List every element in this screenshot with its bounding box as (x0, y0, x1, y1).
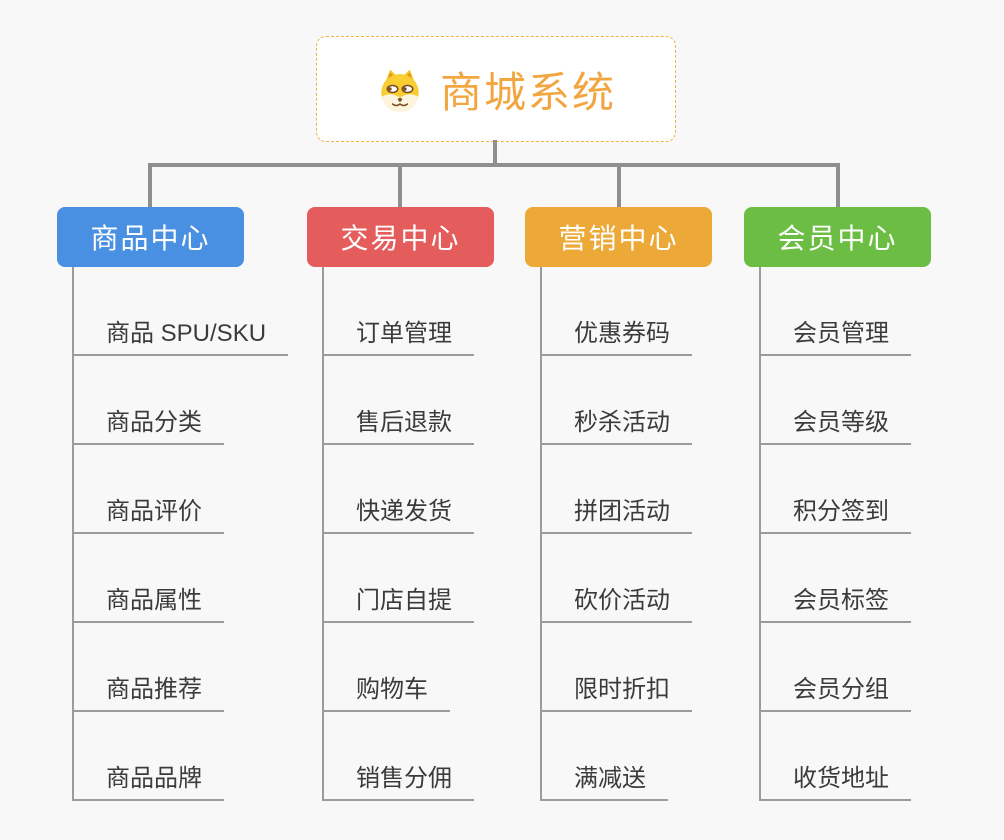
branch-item: 门店自提 (322, 534, 474, 623)
branch-spine-line (759, 267, 761, 801)
branch-item-list: 商品 SPU/SKU 商品分类商品评价商品属性商品推荐商品品牌 (72, 267, 289, 801)
branch-item: 拼团活动 (540, 445, 692, 534)
branch-item-label[interactable]: 会员分组 (759, 669, 911, 712)
branch-item: 商品评价 (72, 445, 288, 534)
connector-drop-line (617, 163, 621, 209)
branch-header[interactable]: 营销中心 (525, 207, 712, 267)
branch-marketing-center: 营销中心 优惠券码秒杀活动拼团活动砍价活动限时折扣满减送 (525, 207, 765, 801)
branch-item-label[interactable]: 商品品牌 (72, 758, 224, 801)
connector-bus-line (148, 163, 840, 167)
connector-root-stub (493, 140, 497, 167)
branch-item: 优惠券码 (540, 267, 692, 356)
branch-item-label[interactable]: 会员标签 (759, 580, 911, 623)
branch-spine-line (540, 267, 542, 801)
branch-item: 砍价活动 (540, 534, 692, 623)
branch-item-label[interactable]: 会员管理 (759, 313, 911, 356)
branch-header-label: 商品中心 (90, 223, 211, 254)
branch-item: 限时折扣 (540, 623, 692, 712)
branch-item: 商品品牌 (72, 712, 288, 801)
connector-drop-line (398, 163, 402, 209)
branch-item-label[interactable]: 拼团活动 (540, 491, 692, 534)
branch-header-label: 营销中心 (558, 223, 679, 254)
branch-item: 购物车 (322, 623, 474, 712)
branch-item-label[interactable]: 商品评价 (72, 491, 224, 534)
branch-header[interactable]: 会员中心 (744, 207, 931, 267)
branch-member-center: 会员中心 会员管理会员等级积分签到会员标签会员分组收货地址 (744, 207, 984, 801)
branch-item: 商品属性 (72, 534, 288, 623)
branch-item-label[interactable]: 秒杀活动 (540, 402, 692, 445)
branch-item-label[interactable]: 会员等级 (759, 402, 911, 445)
branch-item-list: 会员管理会员等级积分签到会员标签会员分组收货地址 (759, 267, 911, 801)
dog-face-icon (381, 69, 419, 112)
branch-item-label[interactable]: 商品属性 (72, 580, 224, 623)
connector-drop-line (148, 163, 152, 209)
branch-item: 会员分组 (759, 623, 911, 712)
branch-item-label[interactable]: 快递发货 (322, 491, 474, 534)
branch-item: 商品推荐 (72, 623, 288, 712)
branch-item: 商品 SPU/SKU (72, 267, 289, 356)
branch-header[interactable]: 商品中心 (57, 207, 244, 267)
branch-item-label[interactable]: 限时折扣 (540, 669, 692, 712)
branch-header[interactable]: 交易中心 (307, 207, 494, 267)
root-title: 商城系统 (439, 68, 616, 116)
branch-item: 售后退款 (322, 356, 474, 445)
branch-item-label[interactable]: 收货地址 (759, 758, 911, 801)
branch-item: 满减送 (540, 712, 692, 801)
connector-drop-line (836, 163, 840, 209)
branch-spine-line (322, 267, 324, 801)
branch-item-label[interactable]: 优惠券码 (540, 313, 692, 356)
branch-item: 会员管理 (759, 267, 911, 356)
branch-item-label[interactable]: 砍价活动 (540, 580, 692, 623)
branch-item-list: 订单管理售后退款快递发货门店自提购物车销售分佣 (322, 267, 474, 801)
branch-item-label[interactable]: 售后退款 (322, 402, 474, 445)
branch-item-label[interactable]: 商品分类 (72, 402, 224, 445)
branch-item: 积分签到 (759, 445, 911, 534)
branch-item: 订单管理 (322, 267, 474, 356)
branch-item-label[interactable]: 订单管理 (322, 313, 474, 356)
branch-item-label[interactable]: 积分签到 (759, 491, 911, 534)
branch-item-label[interactable]: 满减送 (540, 758, 668, 801)
branch-product-center: 商品中心 商品 SPU/SKU 商品分类商品评价商品属性商品推荐商品品牌 (57, 207, 297, 801)
branch-item: 收货地址 (759, 712, 911, 801)
branch-item: 销售分佣 (322, 712, 474, 801)
branch-item-label[interactable]: 门店自提 (322, 580, 474, 623)
branch-item: 秒杀活动 (540, 356, 692, 445)
branch-item: 会员等级 (759, 356, 911, 445)
branch-item: 会员标签 (759, 534, 911, 623)
branch-item-list: 优惠券码秒杀活动拼团活动砍价活动限时折扣满减送 (540, 267, 692, 801)
branch-item-label[interactable]: 商品推荐 (72, 669, 224, 712)
branch-header-label: 交易中心 (340, 223, 461, 254)
branch-trade-center: 交易中心 订单管理售后退款快递发货门店自提购物车销售分佣 (307, 207, 547, 801)
root-node[interactable]: 商城系统 (316, 36, 676, 142)
branch-item-label[interactable]: 商品 SPU/SKU (72, 313, 289, 356)
branch-item: 商品分类 (72, 356, 288, 445)
branch-spine-line (72, 267, 74, 801)
branch-item: 快递发货 (322, 445, 474, 534)
branch-header-label: 会员中心 (777, 223, 898, 254)
branch-item-label[interactable]: 购物车 (322, 669, 450, 712)
branch-item-label[interactable]: 销售分佣 (322, 758, 474, 801)
